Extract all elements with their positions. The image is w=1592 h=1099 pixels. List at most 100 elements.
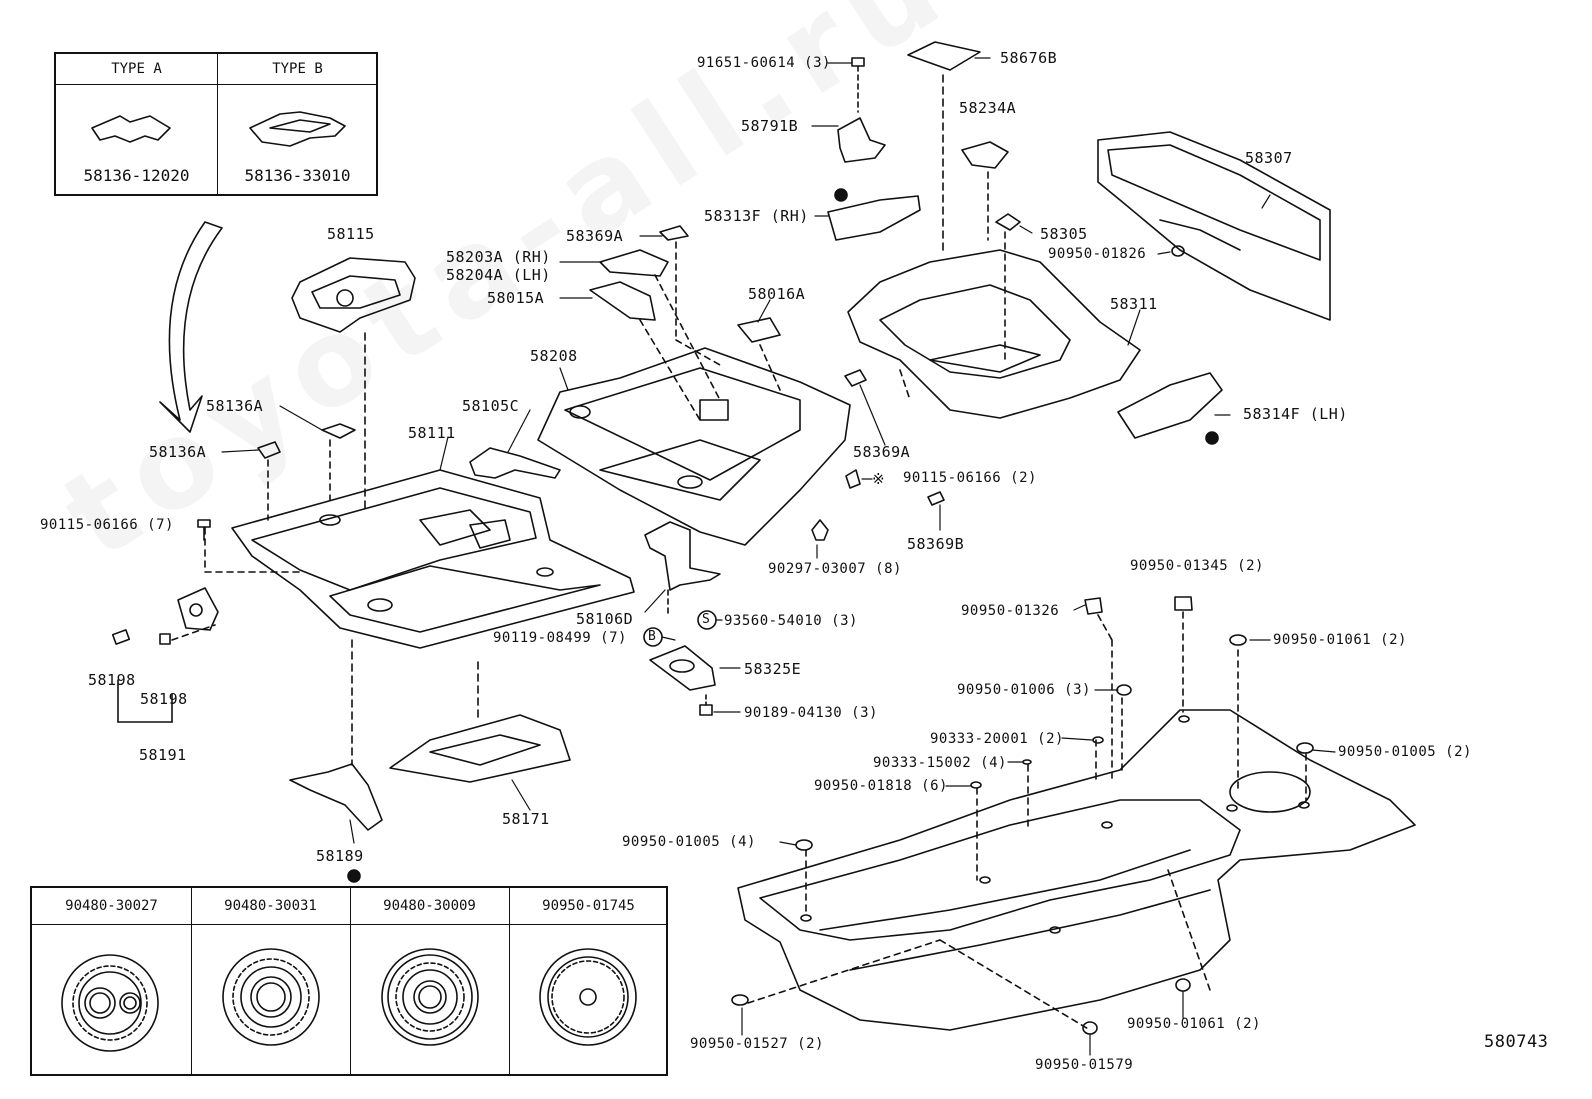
callout-90333-15002: 90333-15002 (4)	[873, 755, 1007, 771]
plug-drawings	[61, 948, 637, 1052]
callout-93560-54010: 93560-54010 (3)	[724, 613, 858, 629]
part-58307-back-panel	[1097, 131, 1331, 321]
callout-90950-01326: 90950-01326	[961, 603, 1060, 619]
callout-58106d: 58106D	[576, 610, 634, 628]
callout-90189-04130: 90189-04130 (3)	[744, 705, 878, 721]
leader-lines	[221, 57, 1336, 1056]
callout-58204a: 58204A (LH)	[446, 266, 551, 284]
callout-90950-01826: 90950-01826	[1048, 246, 1147, 262]
callout-58136a-lower: 58136A	[149, 443, 207, 461]
grommet-icons	[731, 596, 1314, 1035]
callout-90950-01061-upper: 90950-01061 (2)	[1273, 632, 1407, 648]
callout-58208: 58208	[530, 347, 578, 365]
callout-58307: 58307	[1245, 149, 1293, 167]
callout-90297-03007: 90297-03007 (8)	[768, 561, 902, 577]
callout-90950-01818: 90950-01818 (6)	[814, 778, 948, 794]
callout-58791b: 58791B	[741, 117, 799, 135]
type-b-bracket-icon	[249, 111, 346, 147]
type-a-bracket-icon	[91, 115, 171, 143]
callout-90950-01527: 90950-01527 (2)	[690, 1036, 824, 1052]
callout-90950-01005-right: 90950-01005 (2)	[1338, 744, 1472, 760]
part-58305-shape	[995, 213, 1021, 361]
callout-58313f: 58313F (RH)	[704, 207, 809, 225]
part-58313f-shape	[827, 195, 921, 241]
part-58015a-58203a-shapes	[589, 225, 721, 421]
diagram-id: 580743	[1484, 1032, 1549, 1052]
marker-b: B	[648, 629, 657, 644]
part-58198-58191-shapes	[111, 587, 219, 723]
part-58208-rear-floor	[537, 347, 851, 546]
callout-58676b: 58676B	[1000, 49, 1058, 67]
part-58105c-shape	[469, 447, 561, 479]
callout-58369a-mid: 58369A	[853, 443, 911, 461]
callout-90115-06166-7: 90115-06166 (7)	[40, 517, 174, 533]
callout-58015a: 58015A	[487, 289, 545, 307]
callout-58105c: 58105C	[462, 397, 520, 415]
callout-58234a: 58234A	[959, 99, 1017, 117]
callout-58314f: 58314F (LH)	[1243, 405, 1348, 423]
marker-s: S	[702, 612, 711, 627]
callout-58016a: 58016A	[748, 285, 806, 303]
assembled-floor-leaders	[747, 611, 1307, 1031]
type-b-part-number: 58136-33010	[244, 166, 351, 185]
plug-col-4: 90950-01745	[542, 898, 635, 914]
callout-58198-left: 58198	[88, 671, 136, 689]
callout-58369b: 58369B	[907, 535, 965, 553]
callout-58203a: 58203A (RH)	[446, 248, 551, 266]
assembled-floor-shape	[737, 709, 1416, 1031]
plug-col-3: 90480-30009	[383, 898, 476, 914]
callout-58311: 58311	[1110, 295, 1158, 313]
plug-90480-30027-icon	[61, 954, 159, 1052]
marker-x: ※	[872, 470, 886, 488]
callout-90119-08499: 90119-08499 (7)	[493, 630, 627, 646]
part-58311-spare-tub	[847, 249, 1141, 419]
part-58314f-shape	[1117, 372, 1223, 439]
plug-90480-30031-icon	[222, 948, 320, 1046]
callout-91651-60614: 91651-60614 (3)	[697, 55, 831, 71]
callout-90950-01345: 90950-01345 (2)	[1130, 558, 1264, 574]
type-a-header: TYPE A	[111, 61, 162, 77]
callout-58198-right: 58198	[140, 690, 188, 708]
part-58136a-shapes	[257, 423, 356, 521]
callout-58305: 58305	[1040, 225, 1088, 243]
part-58234a-shape	[961, 141, 1009, 241]
callout-90333-20001: 90333-20001 (2)	[930, 731, 1064, 747]
type-drawings	[91, 111, 346, 147]
part-58791b-shape	[837, 57, 886, 163]
curved-arrow-icon	[159, 221, 223, 433]
part-58016a-shape	[737, 317, 781, 391]
callout-58325e: 58325E	[744, 660, 802, 678]
type-table: TYPE A TYPE B 58136-12020 58136-33010	[54, 52, 378, 196]
part-58111-front-floor	[204, 469, 635, 649]
callout-90950-01005-left: 90950-01005 (4)	[622, 834, 756, 850]
part-58106d-shape	[644, 521, 721, 615]
plug-90950-01745-icon	[539, 948, 637, 1046]
plug-col-1: 90480-30027	[65, 898, 158, 914]
type-a-part-number: 58136-12020	[83, 166, 190, 185]
part-58676b-shape	[907, 41, 981, 256]
part-58325e-shape	[649, 645, 716, 716]
part-58171-shape	[389, 661, 571, 783]
bolt-90115-icon	[197, 519, 211, 541]
grommet-90950-01826-icon	[1171, 245, 1185, 257]
callout-58191: 58191	[139, 746, 187, 764]
callout-58136a-upper: 58136A	[206, 397, 264, 415]
part-58189-shape	[289, 639, 383, 831]
callout-90950-01061-lower: 90950-01061 (2)	[1127, 1016, 1261, 1032]
part-58115-shape	[291, 257, 416, 511]
callout-90950-01006: 90950-01006 (3)	[957, 682, 1091, 698]
callout-58171: 58171	[502, 810, 550, 828]
plug-table: 90480-30027 90480-30031 90480-30009 9095…	[30, 886, 668, 1076]
bolt-group-icons	[811, 369, 945, 541]
callout-90115-06166-2: 90115-06166 (2)	[903, 470, 1037, 486]
callout-58189: 58189	[316, 847, 364, 865]
callout-58369a-top: 58369A	[566, 227, 624, 245]
callout-58115: 58115	[327, 225, 375, 243]
callout-90950-01579: 90950-01579	[1035, 1057, 1134, 1073]
callout-58111: 58111	[408, 424, 456, 442]
plug-90480-30009-icon	[381, 948, 479, 1046]
type-b-header: TYPE B	[272, 61, 323, 77]
plug-col-2: 90480-30031	[224, 898, 317, 914]
